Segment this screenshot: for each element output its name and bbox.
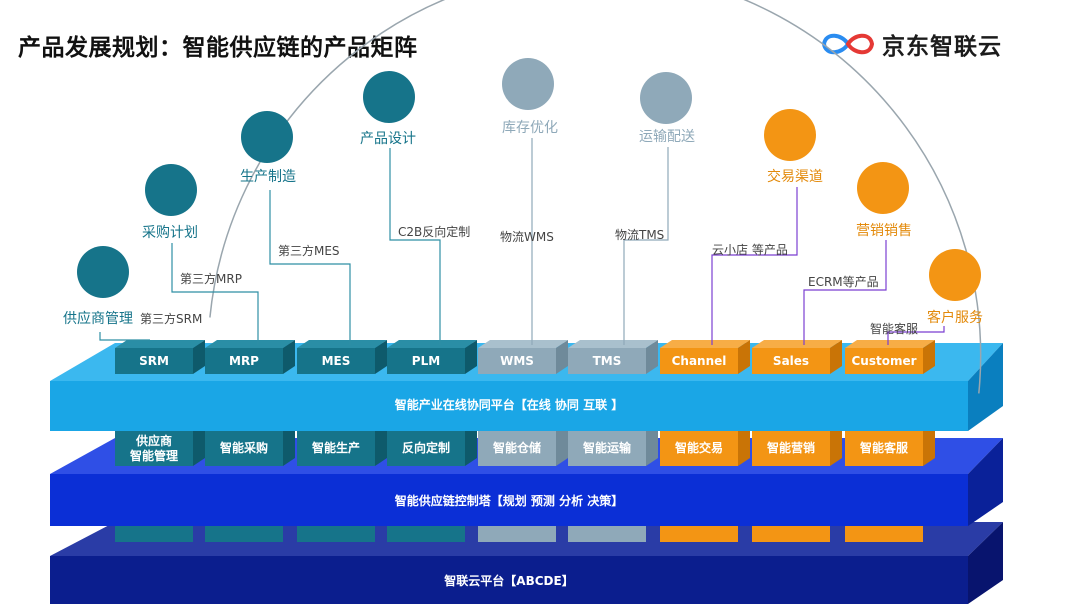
arc-node-circle-2	[241, 111, 293, 163]
module-mid-label-4: 智能仓储	[492, 441, 541, 455]
product-label-2: 第三方MES	[278, 244, 340, 258]
product-label-6: 云小店 等产品	[712, 243, 788, 257]
module-mid-5	[568, 431, 658, 466]
module-top-6	[660, 340, 750, 374]
module-mid-label-1: 智能采购	[219, 441, 268, 455]
module-label-wms: WMS	[500, 353, 534, 368]
connector-line-2	[269, 190, 351, 345]
module-base-4	[478, 526, 556, 542]
module-label-mes: MES	[321, 353, 351, 368]
connector-line-3	[389, 148, 441, 345]
layer-label-2: 智联云平台【ABCDE】	[444, 574, 574, 588]
product-label-1: 第三方MRP	[180, 272, 242, 286]
module-base-8	[845, 526, 923, 542]
arc-node-label-6: 交易渠道	[767, 169, 823, 185]
connector-line-0	[99, 332, 150, 341]
module-base-2	[297, 526, 375, 542]
module-mid-1	[205, 431, 295, 466]
arc-node-circle-6	[764, 109, 816, 161]
module-mid-0	[115, 431, 205, 466]
arc-node-circle-7	[857, 162, 909, 214]
module-label-channel: Channel	[671, 353, 727, 368]
product-label-0: 第三方SRM	[140, 312, 203, 326]
module-mid-label-8: 智能客服	[859, 441, 908, 455]
module-label-customer: Customer	[851, 353, 917, 368]
arc-node-circle-8	[929, 249, 981, 301]
module-mid-label-7: 智能营销	[766, 441, 815, 455]
module-mid-2	[297, 431, 387, 466]
arc-node-circle-4	[502, 58, 554, 110]
module-mid-label-3: 反向定制	[401, 441, 450, 455]
module-mid-3	[387, 431, 477, 466]
module-base-3	[387, 526, 465, 542]
module-mid-label-6: 智能交易	[674, 441, 723, 455]
arc-node-circle-0	[77, 246, 129, 298]
arc-node-label-0: 供应商管理	[63, 311, 133, 327]
module-label-plm: PLM	[411, 353, 441, 368]
connector-line-5	[623, 147, 669, 345]
module-mid-8	[845, 431, 935, 466]
arc-node-label-5: 运输配送	[639, 129, 695, 145]
module-top-5	[568, 340, 658, 374]
arc-node-label-3: 产品设计	[360, 131, 416, 147]
module-top-4	[478, 340, 568, 374]
module-top-1	[205, 340, 295, 374]
module-top-3	[387, 340, 477, 374]
module-mid-label-5: 智能运输	[582, 441, 631, 455]
arc-node-label-2: 生产制造	[240, 169, 296, 185]
brand-logo: 京东智联云	[820, 24, 1002, 64]
module-label-tms: TMS	[592, 353, 622, 368]
module-mid-label-0: 供应商智能管理	[129, 433, 178, 463]
connector-line-6	[711, 187, 798, 345]
product-label-5: 物流TMS	[615, 228, 665, 242]
module-label-sales: Sales	[772, 353, 810, 368]
arc-node-circle-3	[363, 71, 415, 123]
module-mid-4	[478, 431, 568, 466]
connector-line-8	[887, 326, 945, 345]
arc-node-circle-1	[145, 164, 197, 216]
connector-line-7	[803, 240, 887, 345]
module-label-mrp: MRP	[229, 353, 259, 368]
arc-node-label-1: 采购计划	[142, 225, 198, 241]
module-base-1	[205, 526, 283, 542]
module-base-7	[752, 526, 830, 542]
product-label-8: 智能客服	[870, 322, 919, 336]
connector-line-1	[171, 243, 259, 345]
module-label-srm: SRM	[139, 353, 169, 368]
module-mid-7	[752, 431, 842, 466]
module-mid-label-2: 智能生产	[311, 441, 360, 455]
module-top-7	[752, 340, 842, 374]
module-top-0	[115, 340, 205, 374]
arc-node-label-4: 库存优化	[502, 120, 558, 136]
module-base-5	[568, 526, 646, 542]
layer-label-0: 智能产业在线协同平台【在线 协同 互联 】	[394, 398, 624, 412]
product-label-4: 物流WMS	[500, 230, 554, 244]
arc-node-circle-5	[640, 72, 692, 124]
product-label-3: C2B反向定制	[398, 225, 471, 239]
product-label-7: ECRM等产品	[808, 275, 879, 289]
brand-name: 京东智联云	[882, 34, 1002, 60]
module-base-0	[115, 526, 193, 542]
module-base-6	[660, 526, 738, 542]
module-top-2	[297, 340, 387, 374]
module-mid-6	[660, 431, 750, 466]
arc-node-label-7: 营销销售	[856, 223, 912, 239]
module-top-8	[845, 340, 935, 374]
arc-node-label-8: 客户服务	[927, 310, 983, 326]
layer-label-1: 智能供应链控制塔【规划 预测 分析 决策】	[394, 494, 624, 508]
